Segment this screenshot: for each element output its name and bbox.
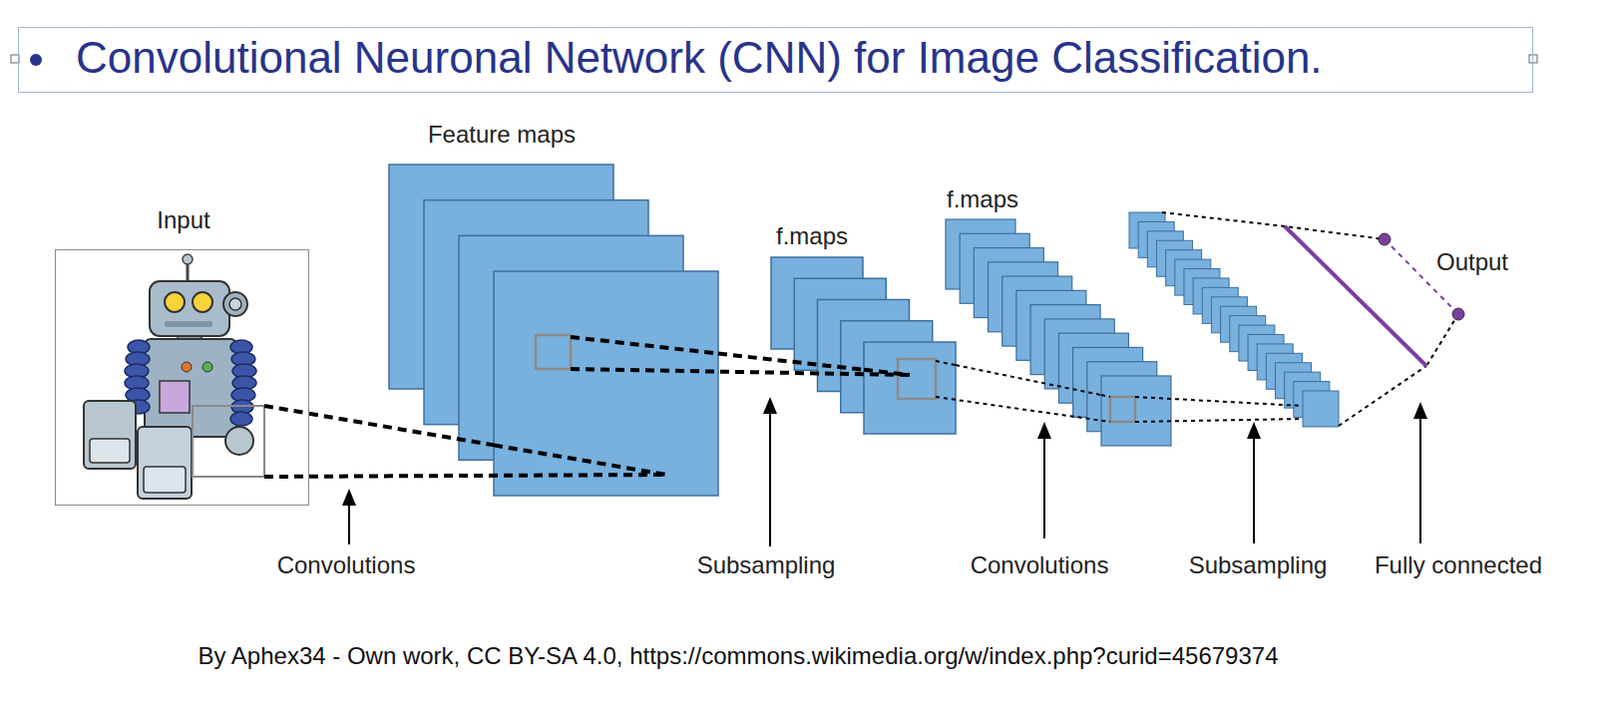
stage-label: Convolutions (970, 551, 1110, 580)
robot-illustration (149, 281, 230, 337)
stage-arrow (342, 488, 357, 506)
feature-map: f.maps (1101, 376, 1172, 446)
projection-line (264, 337, 910, 477)
robot-illustration (143, 466, 186, 493)
robot-illustration (229, 298, 242, 311)
robot-illustration (230, 411, 253, 426)
feature-map-stack (1101, 376, 1172, 446)
stage-arrow (763, 397, 778, 414)
projection-line (935, 361, 1303, 422)
projection-line (264, 405, 310, 414)
fully-connected-layer (1452, 308, 1465, 321)
stage-label: Subsampling (697, 551, 836, 580)
feature-map-stack (493, 271, 719, 496)
node-heading: Input (156, 206, 210, 235)
projection-line (1135, 418, 1303, 422)
stage-arrow (342, 397, 1428, 547)
robot-illustration (192, 292, 213, 313)
title-decoration (29, 53, 42, 66)
stage-arrow (1419, 416, 1422, 544)
fully-connected-layer (1162, 212, 1385, 240)
fully-connected-layer (1338, 366, 1427, 426)
projection-line (1101, 395, 1111, 398)
fully-connected-layer (1284, 226, 1427, 367)
projection-line (570, 337, 719, 355)
robot-illustration (186, 263, 190, 283)
node-heading: Feature maps (427, 120, 576, 149)
robot-illustration (225, 426, 254, 455)
robot-illustration (144, 339, 237, 437)
stage-arrow (1252, 436, 1255, 544)
robot-illustration (89, 438, 130, 463)
stage-arrow (1043, 436, 1046, 539)
input-image: Input (54, 249, 310, 506)
feature-map-stack (863, 342, 956, 434)
receptive-field (535, 335, 571, 370)
fully-connected-layer (1426, 314, 1459, 367)
stage-arrow (1246, 421, 1261, 439)
feature-map-stack (389, 164, 1339, 496)
node-heading: f.maps (946, 185, 1019, 214)
projection-line (935, 361, 956, 366)
stage-arrow (769, 411, 772, 547)
projection-connector (955, 365, 1102, 396)
fully-connected-layer (1162, 212, 1465, 426)
stage-label: Fully connected (1374, 551, 1543, 580)
feature-map: Feature maps (493, 271, 719, 496)
robot-illustration (223, 292, 248, 317)
stage-arrow (1413, 401, 1428, 419)
robot-illustration (137, 426, 192, 499)
robot-illustration (159, 381, 190, 413)
projection-connector (718, 354, 864, 371)
stage-arrow (1037, 421, 1052, 439)
robot-illustration (164, 292, 185, 313)
receptive-field (897, 359, 936, 400)
robot-illustration (181, 362, 192, 373)
receptive-field (192, 405, 265, 477)
stage-label: Subsampling (1189, 551, 1328, 580)
stage-label: Convolutions (277, 551, 416, 580)
output-label: Output (1436, 248, 1509, 277)
feature-map: f.maps (863, 342, 956, 434)
receptive-field (1110, 397, 1136, 422)
feature-map-stack (1302, 391, 1339, 427)
robot-illustration (202, 362, 213, 373)
receptive-field (192, 335, 1136, 477)
slide-title: Convolutional Neuronal Network (CNN) for… (75, 33, 1323, 82)
robot-illustration (182, 254, 193, 265)
projection-line (493, 444, 667, 475)
projection-line (935, 397, 1111, 422)
projection-connector (309, 413, 494, 446)
credit-caption: By Aphex34 - Own work, CC BY-SA 4.0, htt… (197, 642, 1278, 671)
fully-connected-layer (1378, 233, 1391, 246)
projection-line (264, 474, 667, 477)
robot-illustration (83, 254, 257, 499)
title-decoration (1529, 54, 1538, 63)
robot-illustration (83, 400, 136, 469)
projection-line (1135, 397, 1303, 406)
robot-illustration (164, 321, 213, 328)
stage-arrow (348, 503, 351, 545)
node-heading: f.maps (776, 222, 848, 251)
